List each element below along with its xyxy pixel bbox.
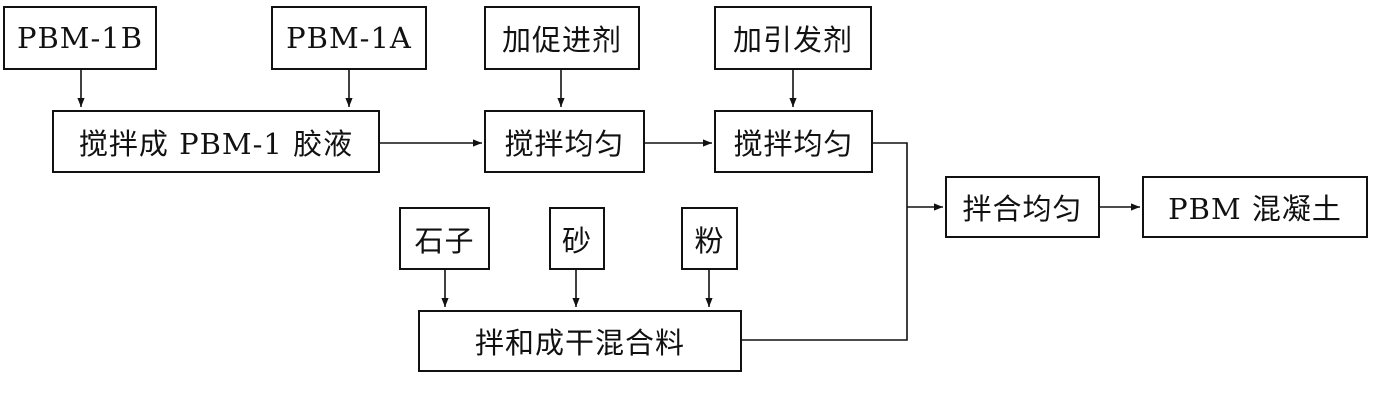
node-powder-label: 粉 (694, 223, 725, 258)
node-pbm-concrete: PBM 混凝土 (1142, 176, 1368, 238)
node-add-initiator: 加引发剂 (714, 6, 872, 70)
node-pbm-concrete-label: PBM 混凝土 (1168, 192, 1342, 226)
node-blend-even: 拌合均匀 (945, 176, 1100, 238)
node-add-initiator-label: 加引发剂 (732, 23, 853, 57)
node-dry-mix-label: 拌和成干混合料 (474, 326, 685, 360)
node-dry-mix: 拌和成干混合料 (418, 310, 742, 372)
node-pbm-1b-label: PBM-1B (16, 21, 144, 55)
node-stir-even-2-label: 搅拌均匀 (733, 126, 854, 161)
line-drymix-to-junction (742, 207, 908, 341)
node-blend-even-label: 拌合均匀 (962, 192, 1083, 226)
node-powder: 粉 (681, 207, 738, 270)
node-add-accelerator: 加促进剂 (484, 6, 640, 70)
node-stir-colloid: 搅拌成 PBM-1 胶液 (52, 110, 380, 173)
node-stir-even-1: 搅拌均匀 (484, 110, 645, 173)
node-pbm-1a: PBM-1A (271, 6, 427, 70)
node-stir-even-2: 搅拌均匀 (714, 110, 873, 173)
node-stir-even-1-label: 搅拌均匀 (504, 126, 625, 161)
node-stir-colloid-label: 搅拌成 PBM-1 胶液 (78, 126, 354, 161)
node-sand-label: 砂 (561, 223, 592, 258)
node-stone-label: 石子 (414, 223, 475, 258)
node-sand: 砂 (549, 207, 605, 270)
node-pbm-1b: PBM-1B (3, 6, 157, 70)
node-add-accelerator-label: 加促进剂 (501, 23, 622, 57)
node-pbm-1a-label: PBM-1A (286, 21, 412, 55)
line-stir2-to-junction (873, 142, 908, 207)
node-stone: 石子 (399, 207, 490, 270)
